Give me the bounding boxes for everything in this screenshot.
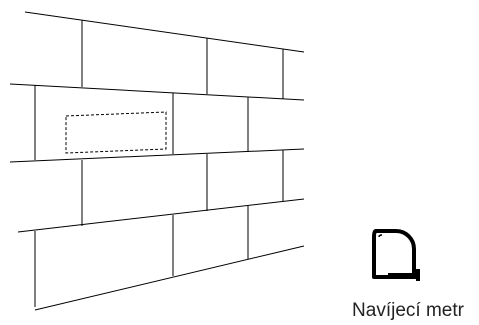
marked-region bbox=[65, 111, 167, 154]
course-line bbox=[9, 148, 305, 163]
course-line bbox=[9, 83, 305, 101]
course-line bbox=[34, 245, 305, 311]
tape-measure-label: Navíjecí metr bbox=[352, 300, 464, 321]
course-line bbox=[24, 11, 305, 53]
wall-courses bbox=[9, 11, 305, 311]
tape-measure-icon bbox=[372, 229, 420, 281]
wall-joints bbox=[34, 20, 284, 307]
course-line bbox=[17, 198, 305, 233]
